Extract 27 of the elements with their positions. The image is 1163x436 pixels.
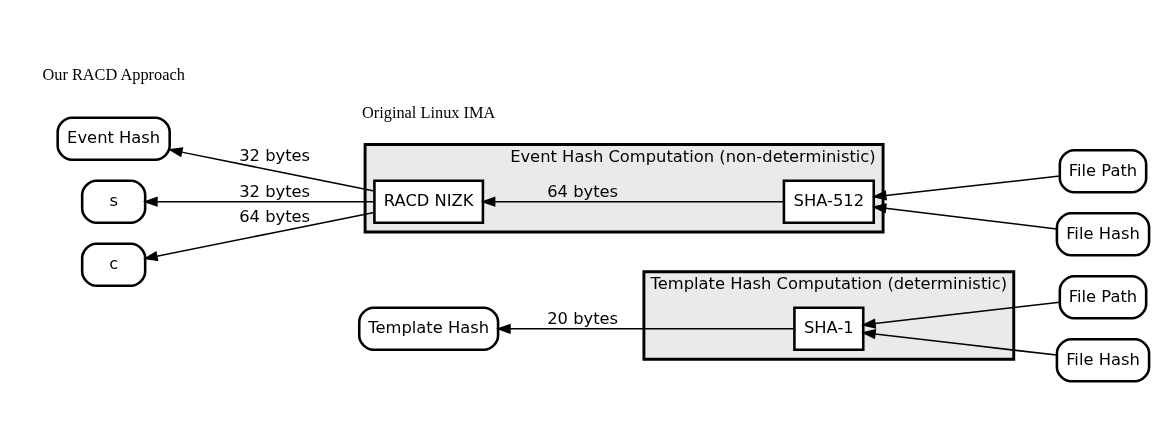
node-box: SHA-512 (782, 179, 876, 224)
arrow (143, 211, 375, 262)
edge-label: 20 bytes (547, 309, 619, 329)
label: Original Linux IMA (362, 103, 496, 123)
edge-label: 32 bytes (239, 146, 311, 166)
node-box: c (80, 242, 147, 287)
node-box: Event Hash (56, 116, 171, 161)
arrow (480, 196, 785, 207)
node-box: File Hash (1055, 338, 1151, 383)
arrow (861, 301, 1061, 329)
node-box: SHA-1 (793, 306, 865, 352)
edge-label: 64 bytes (239, 206, 311, 226)
node-box: File Hash (1055, 212, 1151, 257)
node-box: File Path (1058, 275, 1148, 320)
label: Our RACD Approach (42, 64, 185, 84)
arrow (142, 196, 375, 207)
arrow (871, 203, 1058, 230)
edge-label: 64 bytes (547, 182, 619, 202)
node-box: s (80, 179, 147, 224)
arrow (861, 329, 1058, 356)
node-box: RACD NIZK (373, 179, 485, 224)
arrow (871, 175, 1061, 201)
arrow (167, 147, 375, 192)
arrow (496, 323, 795, 334)
node-box: Template Hash (357, 306, 500, 352)
edge-label: 32 bytes (239, 182, 311, 202)
node-box: File Path (1058, 149, 1148, 194)
